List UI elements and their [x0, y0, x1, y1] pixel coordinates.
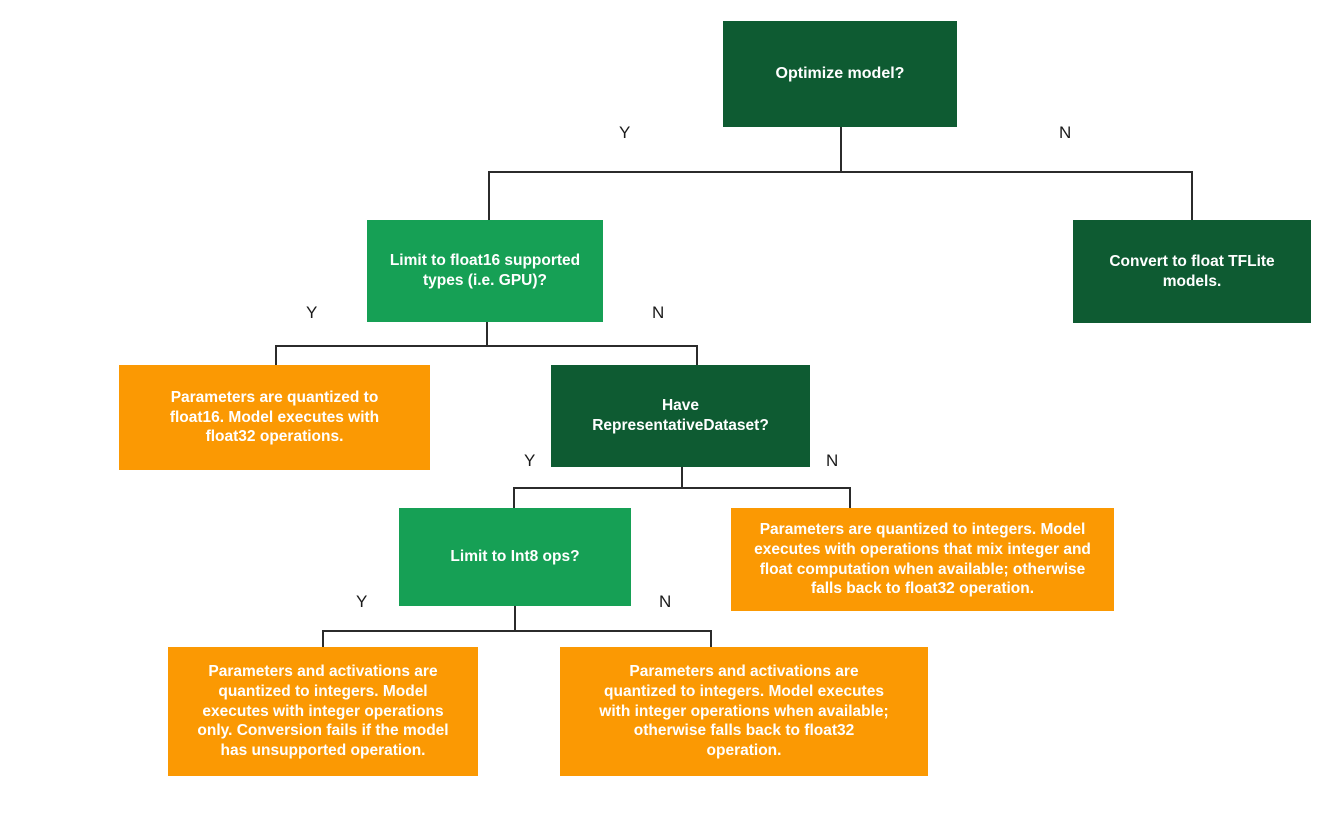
connector-int8-stem: [514, 606, 516, 631]
connector-dataset-bar: [513, 487, 850, 489]
connector-root-right-drop: [1191, 171, 1193, 221]
node-limit-float16[interactable]: Limit to float16 supported types (i.e. G…: [367, 220, 603, 322]
node-optimize-model[interactable]: Optimize model?: [723, 21, 957, 127]
node-outcome-dynamic-range[interactable]: Parameters are quantized to integers. Mo…: [731, 508, 1114, 611]
node-outcome-full-int8[interactable]: Parameters and activations are quantized…: [168, 647, 478, 776]
connector-root-bar: [488, 171, 1192, 173]
node-outcome-int8-fallback[interactable]: Parameters and activations are quantized…: [560, 647, 928, 776]
node-limit-int8-ops[interactable]: Limit to Int8 ops?: [399, 508, 631, 606]
edge-label-dataset-yes: Y: [524, 451, 536, 470]
connector-float16-bar: [275, 345, 697, 347]
edge-label-root-yes: Y: [619, 123, 631, 142]
node-have-representative-dataset[interactable]: Have RepresentativeDataset?: [551, 365, 810, 467]
connector-dataset-right-drop: [849, 487, 851, 508]
connector-dataset-left-drop: [513, 487, 515, 508]
connector-root-left-drop: [488, 171, 490, 221]
edge-label-int8-no: N: [659, 592, 672, 611]
connector-float16-right-drop: [696, 345, 698, 365]
connector-int8-left-drop: [322, 630, 324, 647]
edge-label-float16-yes: Y: [306, 303, 318, 322]
edge-label-dataset-no: N: [826, 451, 839, 470]
edge-label-root-no: N: [1059, 123, 1072, 142]
connector-root-stem: [840, 127, 842, 172]
edge-label-int8-yes: Y: [356, 592, 368, 611]
connector-float16-left-drop: [275, 345, 277, 365]
connector-dataset-stem: [681, 467, 683, 488]
node-convert-float-tflite[interactable]: Convert to float TFLite models.: [1073, 220, 1311, 323]
node-outcome-float16[interactable]: Parameters are quantized to float16. Mod…: [119, 365, 430, 470]
connector-int8-bar: [322, 630, 711, 632]
connector-int8-right-drop: [710, 630, 712, 647]
connector-float16-stem: [486, 322, 488, 346]
edge-label-float16-no: N: [652, 303, 665, 322]
